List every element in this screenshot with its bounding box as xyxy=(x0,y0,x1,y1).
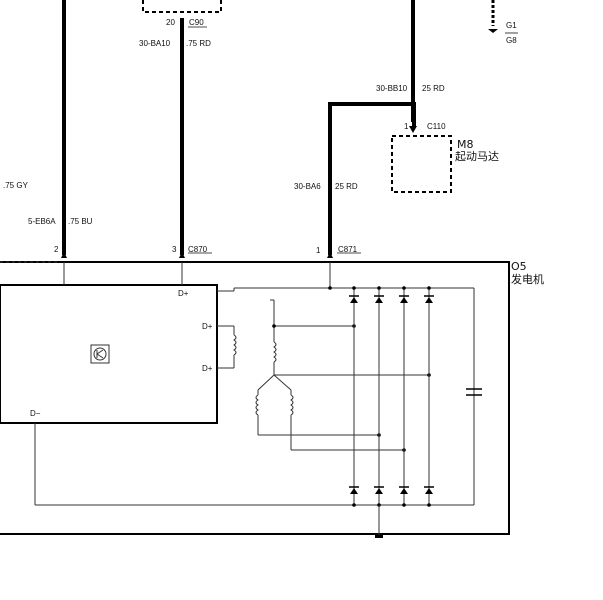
wire-30-bb10-circuit: 30-BB10 xyxy=(376,84,408,93)
regulator-box xyxy=(0,284,218,424)
wire-5-eb6a-circuit: 5-EB6A xyxy=(28,217,56,226)
gen-pin-1: 1 xyxy=(316,246,321,255)
c110-pin: 1 xyxy=(404,122,409,131)
terminal-d-plus-3: D+ xyxy=(202,364,213,373)
gen-pin-2: 2 xyxy=(54,245,59,254)
starter-name: 起动马达 xyxy=(455,150,499,163)
ground-g1: G1 xyxy=(506,21,517,30)
stator-coil-icon xyxy=(255,394,259,416)
wire-30-ba10-circuit: 30-BA10 xyxy=(139,39,171,48)
wire-30-ba6-circuit: 30-BA6 xyxy=(294,182,321,191)
wire-30-bb10-spec: 25 RD xyxy=(422,84,445,93)
c90-pin: 20 xyxy=(166,18,175,27)
wire-5-eb6a-spec: .75 BU xyxy=(68,217,93,226)
gen-pin-3: 3 xyxy=(172,245,177,254)
starter-box xyxy=(391,135,452,193)
diode-icon xyxy=(350,297,358,303)
terminal-d-plus-1: D+ xyxy=(178,289,189,298)
wire-gy-spec: .75 GY xyxy=(3,181,29,190)
field-coil-icon xyxy=(233,334,237,356)
c870-label: C870 xyxy=(188,245,208,254)
wire-30-ba6 xyxy=(328,102,416,255)
ground-g8: G8 xyxy=(506,36,517,45)
terminal-d-minus: D− xyxy=(30,409,41,418)
rectifier-bridge xyxy=(349,286,434,505)
c110-label: C110 xyxy=(427,122,446,131)
wire-30-ba10-spec: .75 RD xyxy=(186,39,211,48)
ground-icon xyxy=(375,535,383,538)
c871-label: C871 xyxy=(338,245,358,254)
c90-label: C90 xyxy=(189,18,204,27)
terminal-d-plus-2: D+ xyxy=(202,322,213,331)
starter-id: M8 xyxy=(457,138,474,151)
connector-box-top xyxy=(142,0,222,13)
generator-id: O5 xyxy=(511,260,527,273)
generator-box xyxy=(0,261,510,535)
wire-30-ba6-spec: 25 RD xyxy=(335,182,358,191)
generator-name: 发电机 xyxy=(511,272,544,286)
